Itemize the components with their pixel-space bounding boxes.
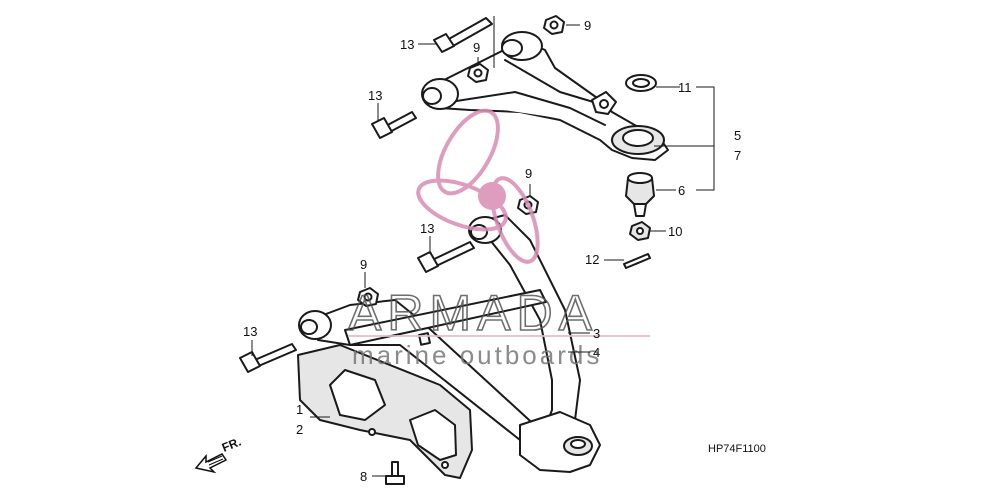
- bolt-13-upper-front: [433, 17, 493, 53]
- callout-9: 9: [584, 18, 591, 33]
- diagram-code: HP74F1100: [708, 443, 766, 455]
- callout-13: 13: [420, 221, 434, 236]
- nut-9-upper-mid: [467, 63, 489, 83]
- callout-9: 9: [525, 166, 532, 181]
- callout-12: 12: [585, 252, 599, 267]
- callout-9: 9: [360, 257, 367, 272]
- callout-11: 11: [678, 80, 692, 95]
- callout-7: 7: [734, 148, 741, 163]
- front-label: FR.: [220, 435, 243, 455]
- callout-2: 2: [296, 422, 303, 437]
- watermark-brand: ARMADA: [348, 285, 598, 341]
- callout-8: 8: [360, 469, 367, 484]
- callout-13: 13: [243, 324, 257, 339]
- nut-9-top: [543, 15, 565, 35]
- watermark: ARMADA marine outboards: [347, 108, 650, 370]
- callout-9: 9: [473, 40, 480, 55]
- propeller-logo-icon: [416, 108, 540, 264]
- callout-13: 13: [368, 88, 382, 103]
- bolt-13-upper-rear: [371, 111, 417, 139]
- upper-arm: [421, 31, 669, 161]
- callouts: 13 9 9 13 11 5 7 6 9 10 13 12 9 13 3 4 1…: [243, 18, 741, 484]
- cotter-pin-12: [623, 253, 651, 269]
- callout-10: 10: [668, 224, 682, 239]
- callout-1: 1: [296, 402, 303, 417]
- bolt-8: [385, 461, 405, 485]
- bolt-13-lower-rear: [239, 343, 297, 373]
- arrow-left-icon: [194, 453, 228, 474]
- skid-plate: [297, 344, 473, 479]
- callout-6: 6: [678, 183, 685, 198]
- castle-nut-10: [629, 221, 651, 241]
- bolt-13-lower-front: [417, 241, 475, 273]
- nut-9-lower-left: [357, 287, 379, 307]
- callout-3: 3: [593, 326, 600, 341]
- callout-5: 5: [734, 128, 741, 143]
- watermark-tagline: marine outboards: [352, 340, 602, 370]
- ball-joint-6: [625, 172, 655, 217]
- callout-13: 13: [400, 37, 414, 52]
- leader-lines: [251, 16, 715, 477]
- front-direction-indicator: FR.: [194, 435, 243, 474]
- callout-4: 4: [593, 345, 600, 360]
- snap-ring-11: [625, 74, 657, 92]
